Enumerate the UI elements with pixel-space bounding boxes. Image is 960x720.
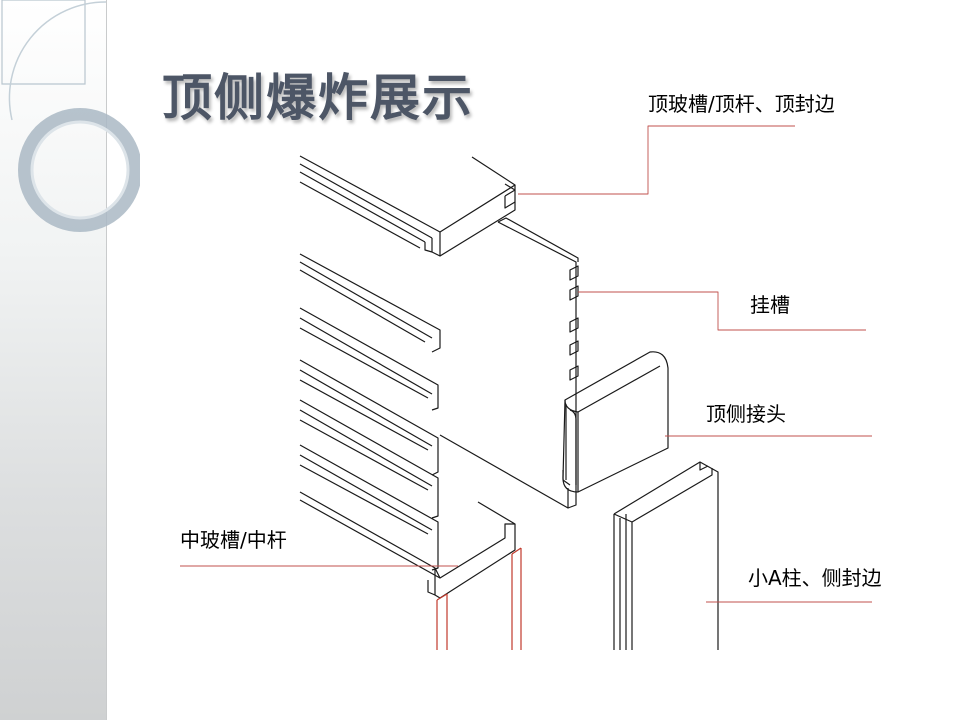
slide-title: 顶侧爆炸展示 xyxy=(162,68,474,127)
hang-slot-part xyxy=(439,217,579,509)
label-mid-channel: 中玻槽/中杆 xyxy=(180,528,287,552)
leader-lines xyxy=(180,125,872,603)
leader-top-channel xyxy=(518,125,795,195)
label-hang-slot: 挂槽 xyxy=(750,293,790,317)
decor-ring-inner xyxy=(30,120,130,220)
decor-ring xyxy=(18,108,140,232)
label-small-a-pillar: 小A柱、侧封边 xyxy=(748,566,882,590)
label-top-channel: 顶玻槽/顶杆、顶封边 xyxy=(648,92,835,116)
decor-arc-large xyxy=(8,1,107,121)
mid-channel-part xyxy=(299,253,516,599)
leader-hang-slot xyxy=(578,291,866,331)
glass-edge-part xyxy=(436,547,522,650)
decor-arc-top xyxy=(1,0,86,85)
decorative-rings xyxy=(1,0,140,232)
small-a-pillar-part xyxy=(613,461,719,650)
top-channel-part xyxy=(299,155,516,257)
label-top-side-joint: 顶侧接头 xyxy=(706,402,786,426)
top-side-joint-part xyxy=(562,351,669,493)
